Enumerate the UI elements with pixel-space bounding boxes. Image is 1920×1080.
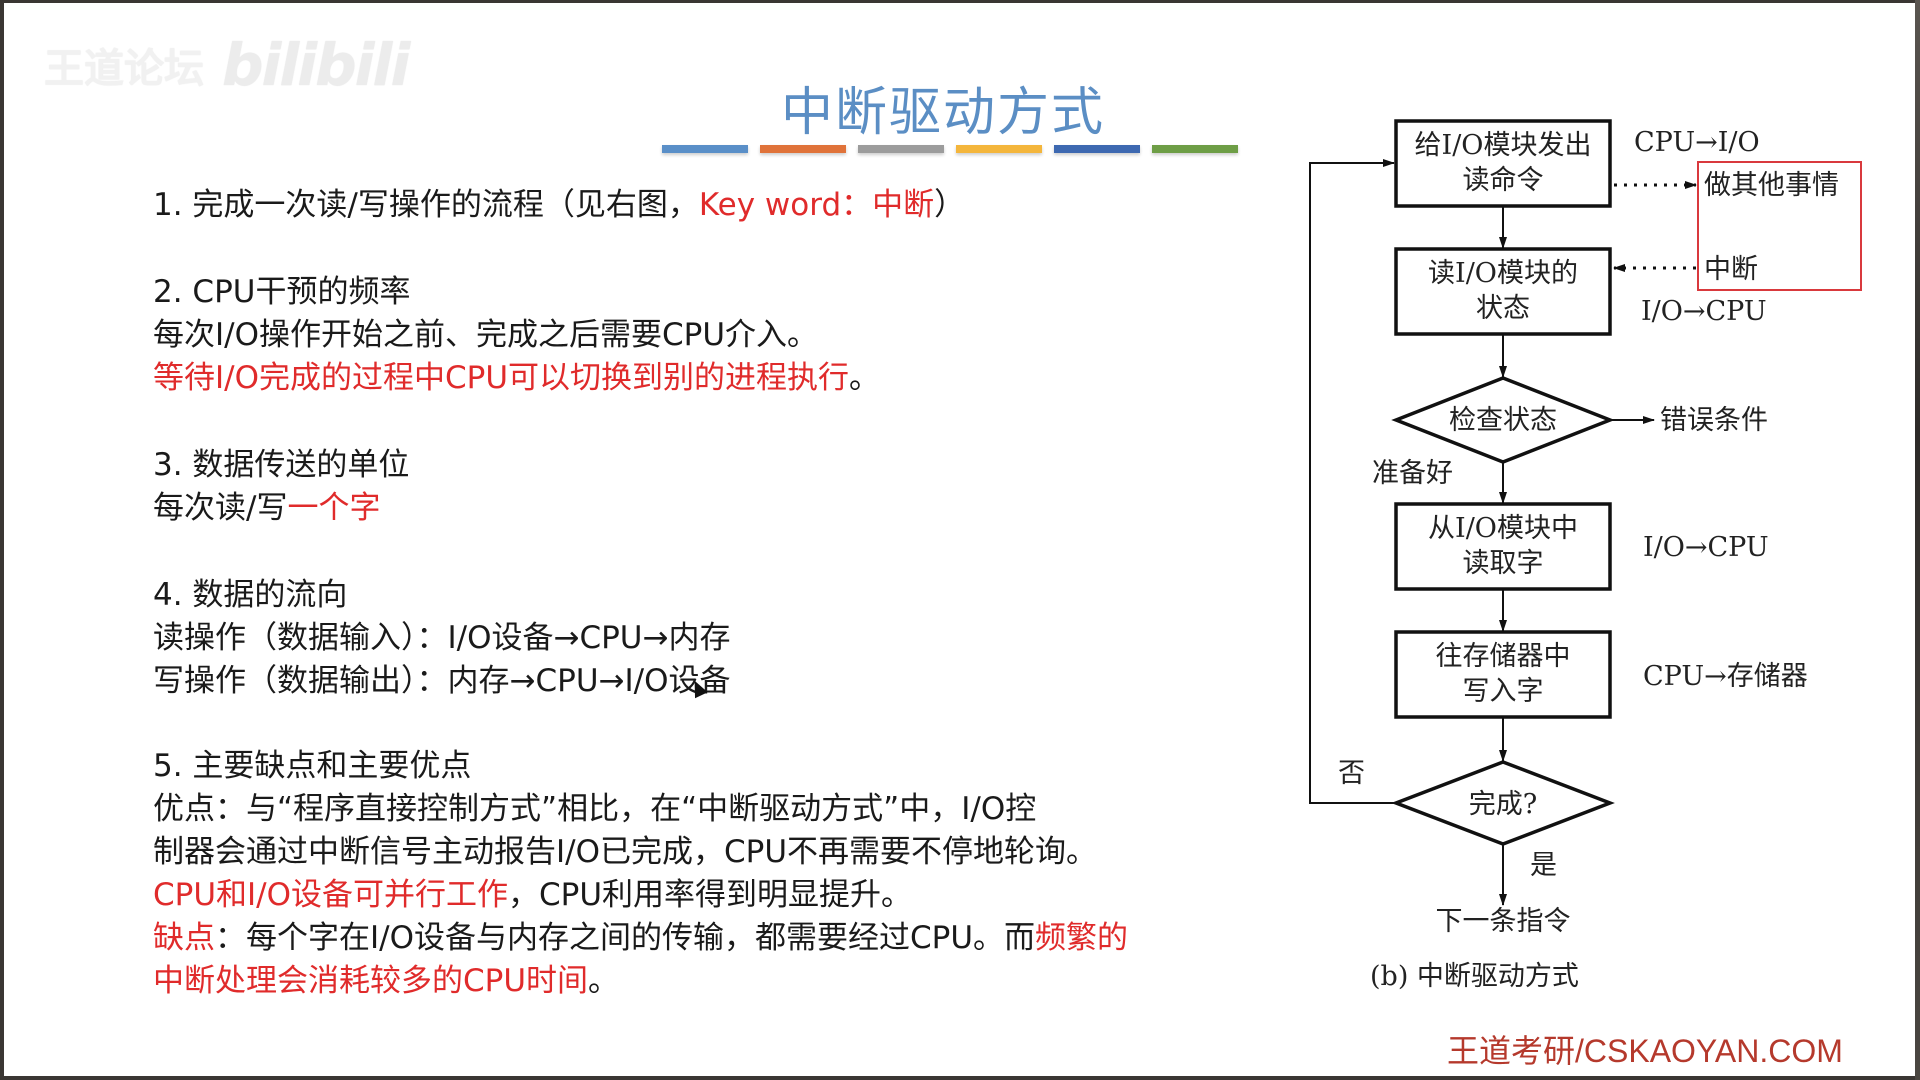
disadvantage-label: 缺点 [153,920,215,956]
section-1-tail: ） [934,187,966,223]
section-3-heading: 3. 数据传送的单位 [153,447,410,483]
emphasis-text: 一个字 [287,490,381,526]
emphasis-text: 等待I/O完成的过程中CPU可以切换到别的进程执行 [153,360,850,396]
notes-body: 1. 完成一次读/写操作的流程（见右图，Key word：中断） 2. CPU干… [153,184,1273,1003]
section-3-line-1: 每次读/写一个字 [153,487,1273,530]
section-2-heading: 2. CPU干预的频率 [153,274,411,310]
section-1: 1. 完成一次读/写操作的流程（见右图，Key word：中断） [153,184,1273,227]
accent-bar [956,145,1042,153]
watermark-site: 王道论坛 [44,46,204,92]
window-edge [1915,0,1920,1080]
section-2-line-1: 每次I/O操作开始之前、完成之后需要CPU介入。 [153,317,819,353]
watermark: 王道论坛 bilibili [44,30,410,100]
advantage-text: ，CPU利用率得到明显提升。 [508,877,913,913]
bilibili-logo-icon: bilibili [222,31,410,99]
accent-bars [662,145,1238,153]
section-1-text: 1. 完成一次读/写操作的流程（见右图， [153,187,699,223]
advantage-line-2: 制器会通过中断信号主动报告I/O已完成，CPU不再需要不停地轮询。 [153,834,1098,870]
section-2-line-2: 等待I/O完成的过程中CPU可以切换到别的进程执行。 [153,357,1273,400]
advantage-line-1: 优点：与“程序直接控制方式”相比，在“中断驱动方式”中，I/O控 [153,791,1037,827]
emphasis-text: 频繁的 [1035,920,1129,956]
accent-bar [760,145,846,153]
keyword-text: Key word：中断 [698,187,935,223]
advantage-line-3: CPU和I/O设备可并行工作，CPU利用率得到明显提升。 [153,874,1273,917]
punctuation: 。 [849,360,881,396]
punctuation: 。 [588,963,620,999]
section-4-heading: 4. 数据的流向 [153,577,348,613]
disadvantage-text: ：每个字在I/O设备与内存之间的传输，都需要经过CPU。而 [215,920,1036,956]
disadvantage-line-2: 中断处理会消耗较多的CPU时间。 [153,960,1273,1003]
section-4-write-flow: 写操作（数据输出）：内存→CPU→I/O设备 [153,663,731,699]
emphasis-text: 中断处理会消耗较多的CPU时间 [153,963,589,999]
section-4-read-flow: 读操作（数据输入）：I/O设备→CPU→内存 [153,620,731,656]
section-3-text: 每次读/写 [153,490,288,526]
disadvantage-line-1: 缺点：每个字在I/O设备与内存之间的传输，都需要经过CPU。而频繁的 [153,917,1273,960]
accent-bar [858,145,944,153]
emphasis-text: CPU和I/O设备可并行工作 [153,877,509,913]
page-title: 中断驱动方式 [780,83,1105,143]
accent-bar [662,145,748,153]
section-5-heading: 5. 主要缺点和主要优点 [153,748,472,784]
footer-brand: 王道考研/CSKAOYAN.COM [1447,1033,1843,1069]
accent-bar [1054,145,1140,153]
accent-bar [1152,145,1238,153]
